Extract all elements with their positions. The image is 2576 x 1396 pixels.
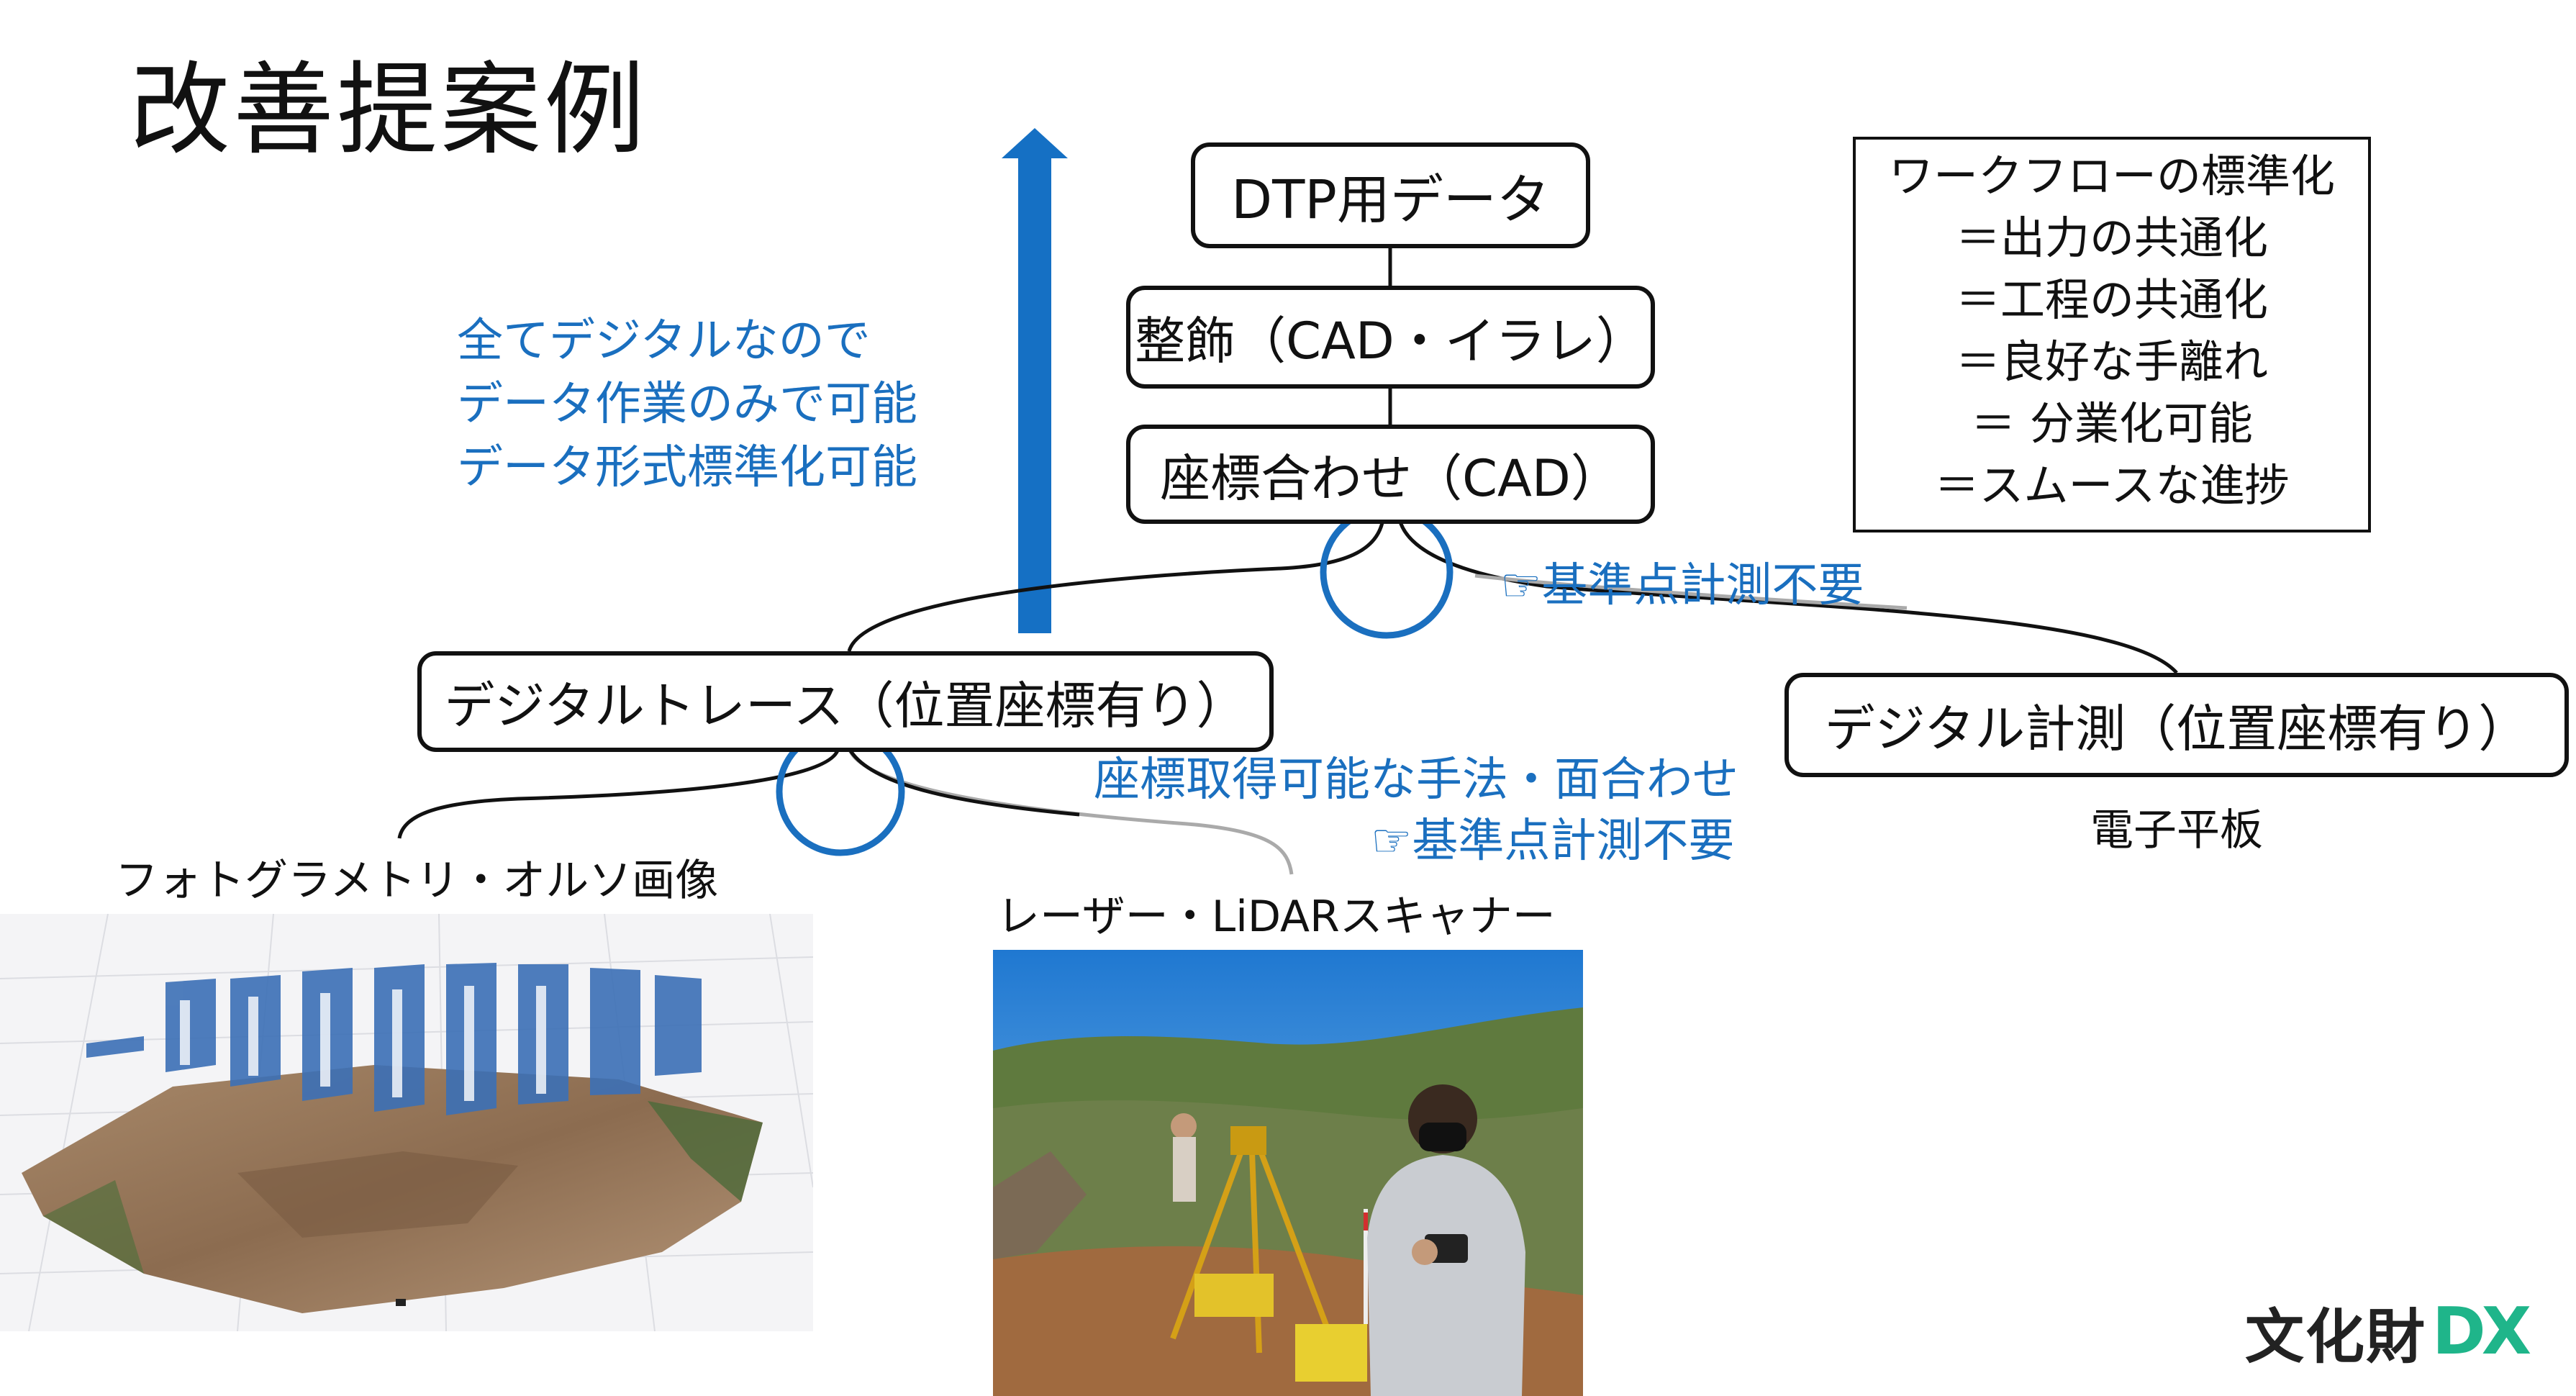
page-title: 改善提案例 bbox=[130, 52, 648, 169]
lidar-field-photo bbox=[993, 950, 1583, 1396]
workflow-standardization-box: ワークフローの標準化 ＝出力の共通化 ＝工程の共通化 ＝良好な手離れ ＝ 分業化… bbox=[1853, 137, 2371, 532]
workflow-line: ＝スムースな進捗 bbox=[1934, 459, 2290, 512]
merge-curve-lidar-dark bbox=[847, 747, 1080, 817]
note-line: 全てデジタルなので bbox=[457, 314, 871, 368]
workflow-line: ワークフローの標準化 bbox=[1888, 150, 2335, 202]
note-line: データ作業のみで可能 bbox=[457, 378, 917, 431]
workflow-line: ＝工程の共通化 bbox=[1955, 273, 2268, 326]
note-line: データ形式標準化可能 bbox=[457, 441, 917, 494]
step-digital-trace: デジタルトレース（位置座標有り） bbox=[417, 651, 1274, 752]
label-lidar: レーザー・LiDARスキャナー bbox=[997, 892, 1556, 942]
merge-curve-left bbox=[847, 519, 1385, 652]
note-all-digital: 全てデジタルなので データ作業のみで可能 データ形式標準化可能 bbox=[457, 309, 917, 499]
step-dtp-data: DTP用データ bbox=[1191, 142, 1590, 248]
note-no-survey-top: ☞基準点計測不要 bbox=[1500, 559, 1864, 612]
workflow-line: ＝良好な手離れ bbox=[1955, 335, 2268, 388]
merge-circle-top bbox=[1320, 505, 1453, 639]
person-figure bbox=[1367, 1084, 1525, 1396]
progress-arrow bbox=[1002, 128, 1068, 633]
logo-mark: DX bbox=[2432, 1293, 2531, 1369]
logo-text: 文化財 bbox=[2245, 1302, 2427, 1372]
step-finishing: 整飾（CAD・イラレ） bbox=[1126, 286, 1655, 389]
logo: 文化財 DX bbox=[2245, 1292, 2531, 1372]
merge-curve-right-gray bbox=[1474, 574, 1908, 610]
merge-curve-right bbox=[1397, 519, 2178, 674]
background-person bbox=[1171, 1113, 1197, 1202]
note-coord-method: 座標取得可能な手法・面合わせ bbox=[1094, 753, 1738, 807]
merge-curve-photo bbox=[397, 748, 840, 839]
photogrammetry-illustration bbox=[0, 914, 813, 1331]
workflow-line: ＝ 分業化可能 bbox=[1971, 397, 2253, 450]
label-photogrammetry: フォトグラメトリ・オルソ画像 bbox=[115, 856, 719, 906]
note-no-survey-bottom: ☞基準点計測不要 bbox=[1371, 815, 1735, 868]
photogrammetry-image bbox=[0, 914, 813, 1331]
label-tablet: 電子平板 bbox=[2090, 805, 2263, 856]
step-digital-measure: デジタル計測（位置座標有り） bbox=[1784, 673, 2569, 777]
step-coordinate-alignment: 座標合わせ（CAD） bbox=[1126, 425, 1655, 524]
workflow-line: ＝出力の共通化 bbox=[1955, 212, 2268, 264]
lidar-photo-illustration bbox=[993, 950, 1583, 1396]
